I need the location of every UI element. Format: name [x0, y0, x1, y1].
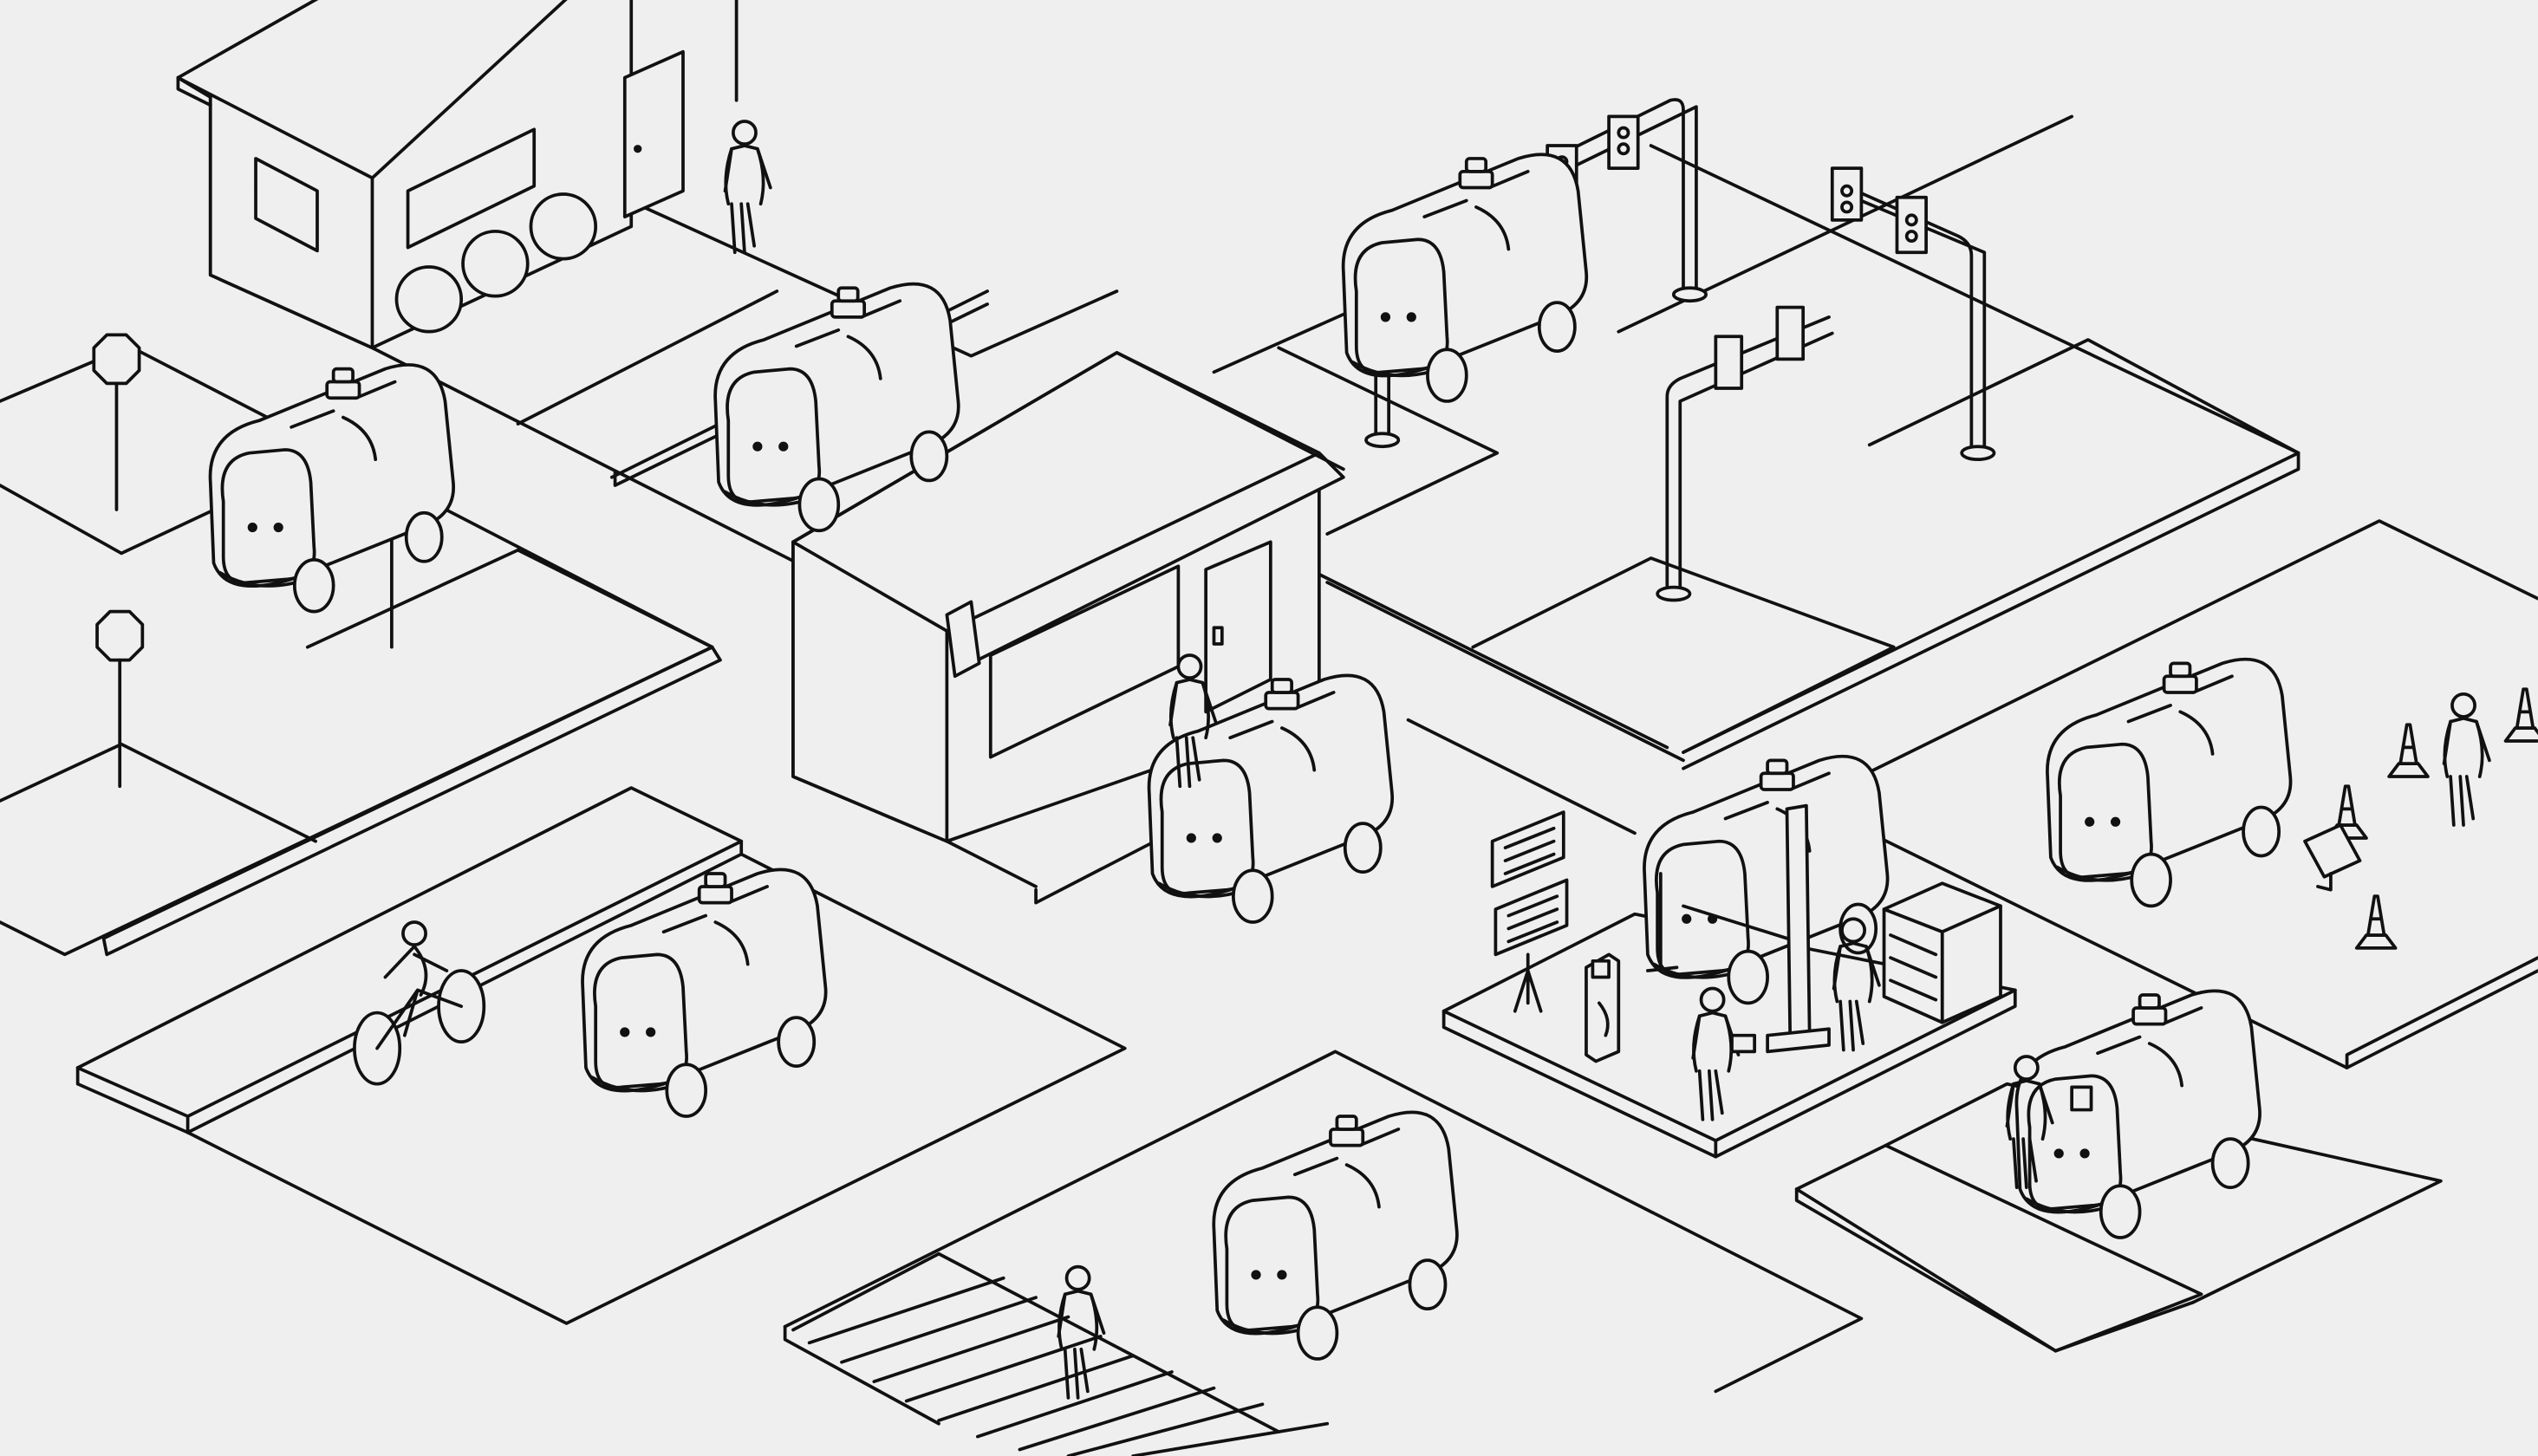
vehicle-lift-icon: [1785, 803, 1812, 1041]
crosswalk: [807, 1276, 1330, 1456]
traffic-light-icon: [1775, 305, 1806, 361]
stop-sign-icon: [92, 333, 141, 511]
traffic-cone-icon: [2387, 723, 2430, 778]
display-board-icon: [1490, 810, 1565, 888]
shuttle-icon: [2014, 989, 2261, 1239]
shuttle-icon: [2046, 657, 2293, 908]
traffic-cone-icon: [2503, 687, 2538, 743]
worker-icon: [2442, 692, 2491, 827]
pedestrian-icon: [1057, 1264, 1106, 1400]
shuttle-icon: [208, 363, 456, 614]
work-zone: [2303, 687, 2538, 950]
traffic-light-icon: [1714, 335, 1744, 390]
pedestrian-icon: [723, 120, 772, 255]
traffic-cone-icon: [2354, 894, 2398, 950]
house-building: [176, 0, 739, 350]
shuttle-icon: [581, 868, 828, 1118]
stop-sign-icon: [95, 609, 145, 789]
display-board-icon: [1494, 878, 1569, 957]
cyclist: [353, 920, 486, 1086]
service-area: [1490, 803, 2093, 1112]
solar-panel-icon: [2303, 823, 2362, 879]
shuttle-icon: [1341, 153, 1589, 403]
shuttle-icon: [1212, 1110, 1459, 1361]
